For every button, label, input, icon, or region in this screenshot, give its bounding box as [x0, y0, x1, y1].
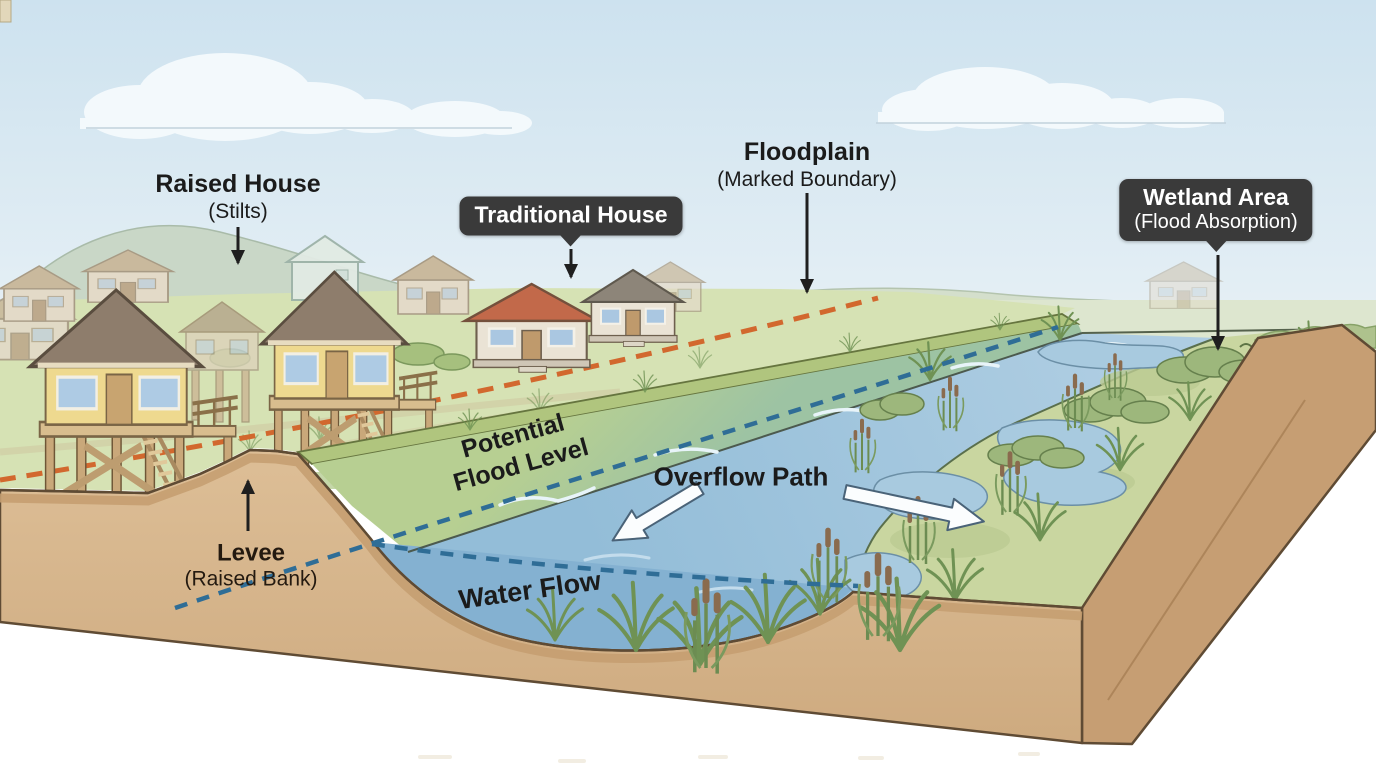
wetland-area-title: Wetland Area — [1143, 184, 1289, 210]
traditional-house-red — [460, 282, 604, 374]
floodplain-subtitle: (Marked Boundary) — [717, 167, 897, 191]
soil-cross-section — [0, 323, 1376, 763]
water-level-line — [371, 541, 859, 589]
wetland-area-subtitle: (Flood Absorption) — [1134, 211, 1298, 233]
traditional-house-title: Traditional House — [474, 201, 668, 228]
levee-label: Levee (Raised Bank) — [184, 539, 317, 592]
clouds — [80, 53, 1226, 141]
traditional-house-badge: Traditional House — [459, 196, 683, 236]
raised-house-faded — [177, 301, 267, 423]
village-houses — [30, 268, 687, 521]
levee-title: Levee — [216, 539, 286, 567]
flood-level-lines — [174, 324, 1059, 611]
levee-embankment — [295, 312, 1082, 552]
overflow-arrow-left — [611, 480, 705, 542]
overflow-arrow-right — [842, 484, 985, 532]
levee-subtitle: (Raised Bank) — [184, 567, 318, 591]
overflow-path-label: Overflow Path — [654, 462, 829, 493]
overflow-arrows — [611, 480, 985, 542]
floodplain-label: Floodplain (Marked Boundary) — [717, 138, 897, 192]
raised-house-label: Raised House (Stilts) — [155, 170, 320, 224]
potential-flood-level-line — [174, 324, 1059, 611]
overflow-path-title: Overflow Path — [653, 461, 829, 492]
raised-house-title: Raised House — [155, 169, 321, 198]
raised-house-subtitle: (Stilts) — [208, 199, 268, 223]
wetland-area-badge: Wetland Area (Flood Absorption) — [1119, 179, 1313, 241]
traditional-house-gray — [579, 268, 687, 348]
floodplain-title: Floodplain — [743, 137, 871, 166]
label-arrows — [231, 193, 1225, 531]
